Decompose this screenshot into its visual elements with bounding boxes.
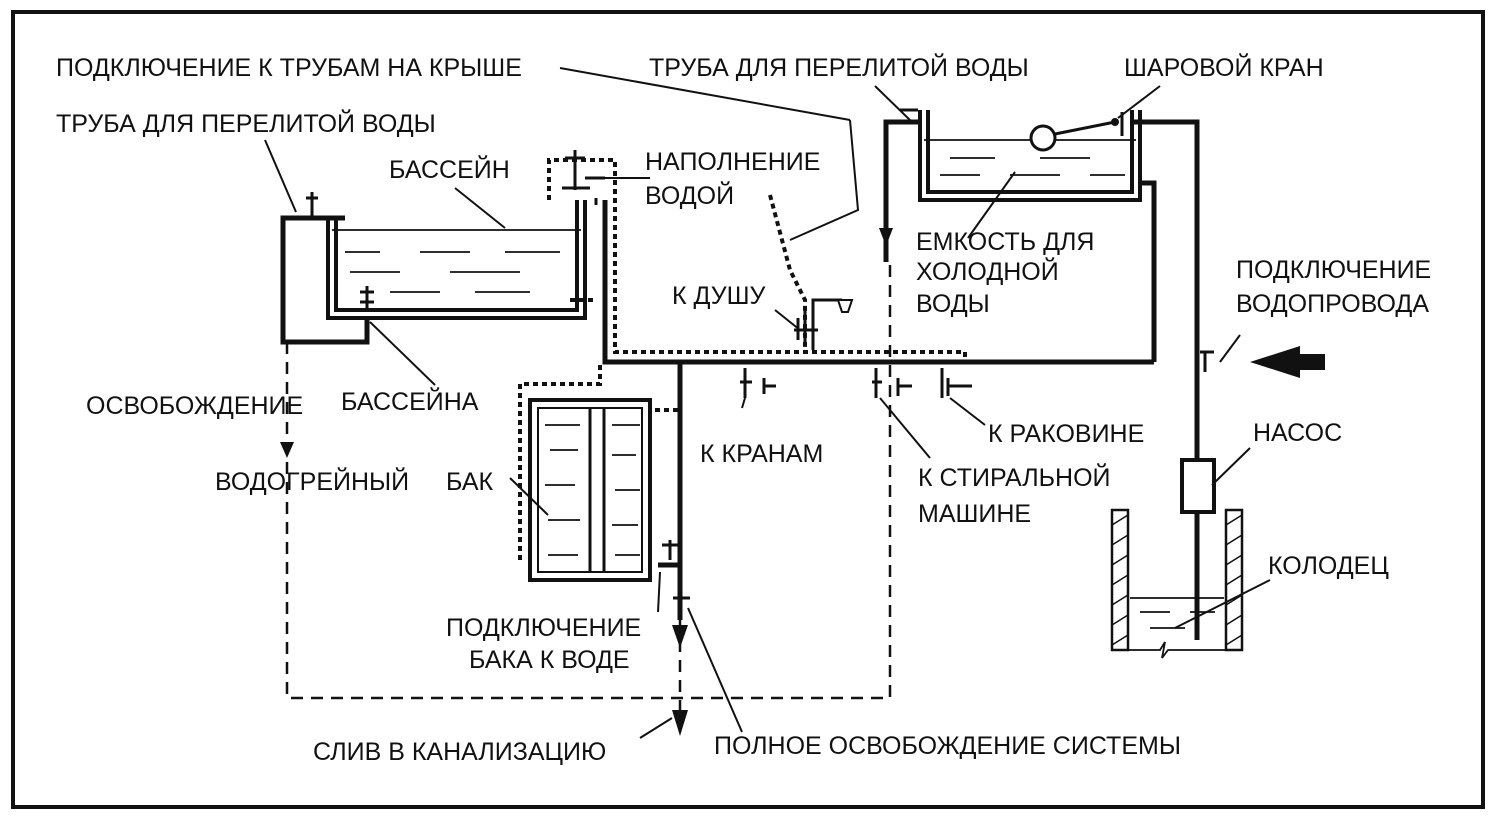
label-cold-tank-2: ХОЛОДНОЙ (916, 256, 1059, 286)
mains-leader (1219, 334, 1241, 363)
label-full-release: ПОЛНОЕ ОСВОБОЖДЕНИЕ СИСТЕМЫ (714, 732, 1181, 760)
heater-feed-valve (662, 540, 678, 560)
label-water-fill-1: НАПОЛНЕНИЕ (645, 148, 820, 176)
tank-conn-leader (657, 571, 661, 613)
tank-feed-pipe (1132, 119, 1200, 460)
heater-drain-arrow-icon (672, 625, 688, 648)
label-pool: БАССЕЙН (389, 154, 510, 184)
label-pool-release-1: ОСВОБОЖДЕНИЕ (86, 392, 303, 420)
pump-box (1180, 458, 1216, 514)
label-pool-release-2: БАССЕЙНА (341, 386, 479, 416)
pool-fill-pipe (547, 158, 967, 364)
label-well: КОЛОДЕЦ (1268, 552, 1389, 580)
washer-leader (879, 397, 931, 459)
label-cold-tank-1: ЕМКОСТЬ ДЛЯ (916, 228, 1094, 256)
label-overflow-pipe-right: ТРУБА ДЛЯ ПЕРЕЛИТОЙ ВОДЫ (649, 52, 1029, 82)
label-sewer-drain: СЛИВ В КАНАЛИЗАЦИЮ (313, 738, 606, 766)
sewer-leader (639, 717, 673, 739)
label-washer-2: МАШИНЕ (918, 500, 1031, 528)
tap-leader (741, 397, 746, 409)
ball-valve-leader (1117, 85, 1161, 119)
washer-valves (872, 368, 912, 398)
label-heater: ВОДОГРЕЙНЫЙ (215, 466, 409, 496)
label-to-shower: К ДУШУ (672, 282, 766, 310)
label-to-sink: К РАКОВИНЕ (988, 420, 1144, 448)
heater-drain-valve (673, 590, 690, 612)
pool-overflow-pipe (280, 215, 370, 345)
sink-valves (940, 368, 972, 398)
heater-hot-outlet (518, 365, 602, 560)
label-ball-valve: ШАРОВОЙ КРАН (1124, 52, 1324, 82)
cold-tank-leader (967, 171, 1016, 239)
shower-head-icon (836, 299, 854, 313)
pool-basin (326, 200, 587, 320)
mains-valve (1200, 350, 1214, 372)
pool-fill-spout (585, 176, 605, 205)
label-roof-connection: ПОДКЛЮЧЕНИЕ К ТРУБАМ НА КРЫШЕ (56, 54, 522, 82)
label-overflow-pipe-left: ТРУБА ДЛЯ ПЕРЕЛИТОЙ ВОДЫ (56, 108, 436, 138)
pool-release-leader (369, 321, 436, 386)
well-leader (1174, 579, 1271, 629)
label-tank-connection-2: БАКА К ВОДЕ (469, 646, 630, 674)
well-shaft (1110, 508, 1244, 659)
water-heater-tank (528, 398, 652, 582)
float-ball-icon (1029, 124, 1057, 152)
label-mains-2: ВОДОПРОВОДА (1236, 290, 1429, 318)
label-water-fill-2: ВОДОЙ (645, 180, 734, 210)
roof-leader-2 (789, 119, 860, 241)
tank-overflow-pipe (883, 119, 918, 262)
pool-overflow-valve (306, 192, 318, 218)
tank-leader (509, 477, 549, 516)
label-cold-tank-3: ВОДЫ (916, 290, 990, 318)
label-mains-1: ПОДКЛЮЧЕНИЕ (1236, 256, 1431, 284)
sewer-arrow-icon (672, 710, 688, 736)
label-tank: БАК (446, 468, 494, 496)
mains-inflow-arrow-icon (1250, 346, 1325, 378)
full-release-leader (687, 607, 743, 733)
overflow-left-leader (264, 139, 297, 213)
shower-riser (811, 298, 842, 350)
main-cold-line (602, 200, 1154, 365)
label-washer-1: К СТИРАЛЬНОЙ (918, 462, 1110, 492)
pool-leader (454, 187, 506, 229)
overflow-right-leader (874, 85, 913, 123)
label-to-taps: К КРАНАМ (700, 440, 823, 468)
pool-drain-arrow-icon (280, 442, 294, 458)
diagram-frame (11, 10, 1485, 809)
label-tank-connection-1: ПОДКЛЮЧЕНИЕ (446, 614, 641, 642)
tank-outlet-pipe (1140, 180, 1157, 362)
tap-valves (740, 368, 776, 398)
heater-cold-feed (658, 362, 683, 568)
float-valve-pivot (1111, 118, 1119, 126)
pump-leader (1211, 447, 1251, 486)
label-pump: НАСОС (1253, 419, 1342, 447)
roof-hot-pipe (768, 194, 807, 350)
overflow-arrow-icon (879, 228, 893, 246)
float-arm (1054, 120, 1116, 136)
roof-leader-1 (559, 67, 851, 121)
pool-fill-valve (562, 150, 590, 190)
pool-drain-valve (360, 286, 374, 310)
sink-leader (949, 397, 986, 426)
shower-leader (774, 309, 801, 331)
